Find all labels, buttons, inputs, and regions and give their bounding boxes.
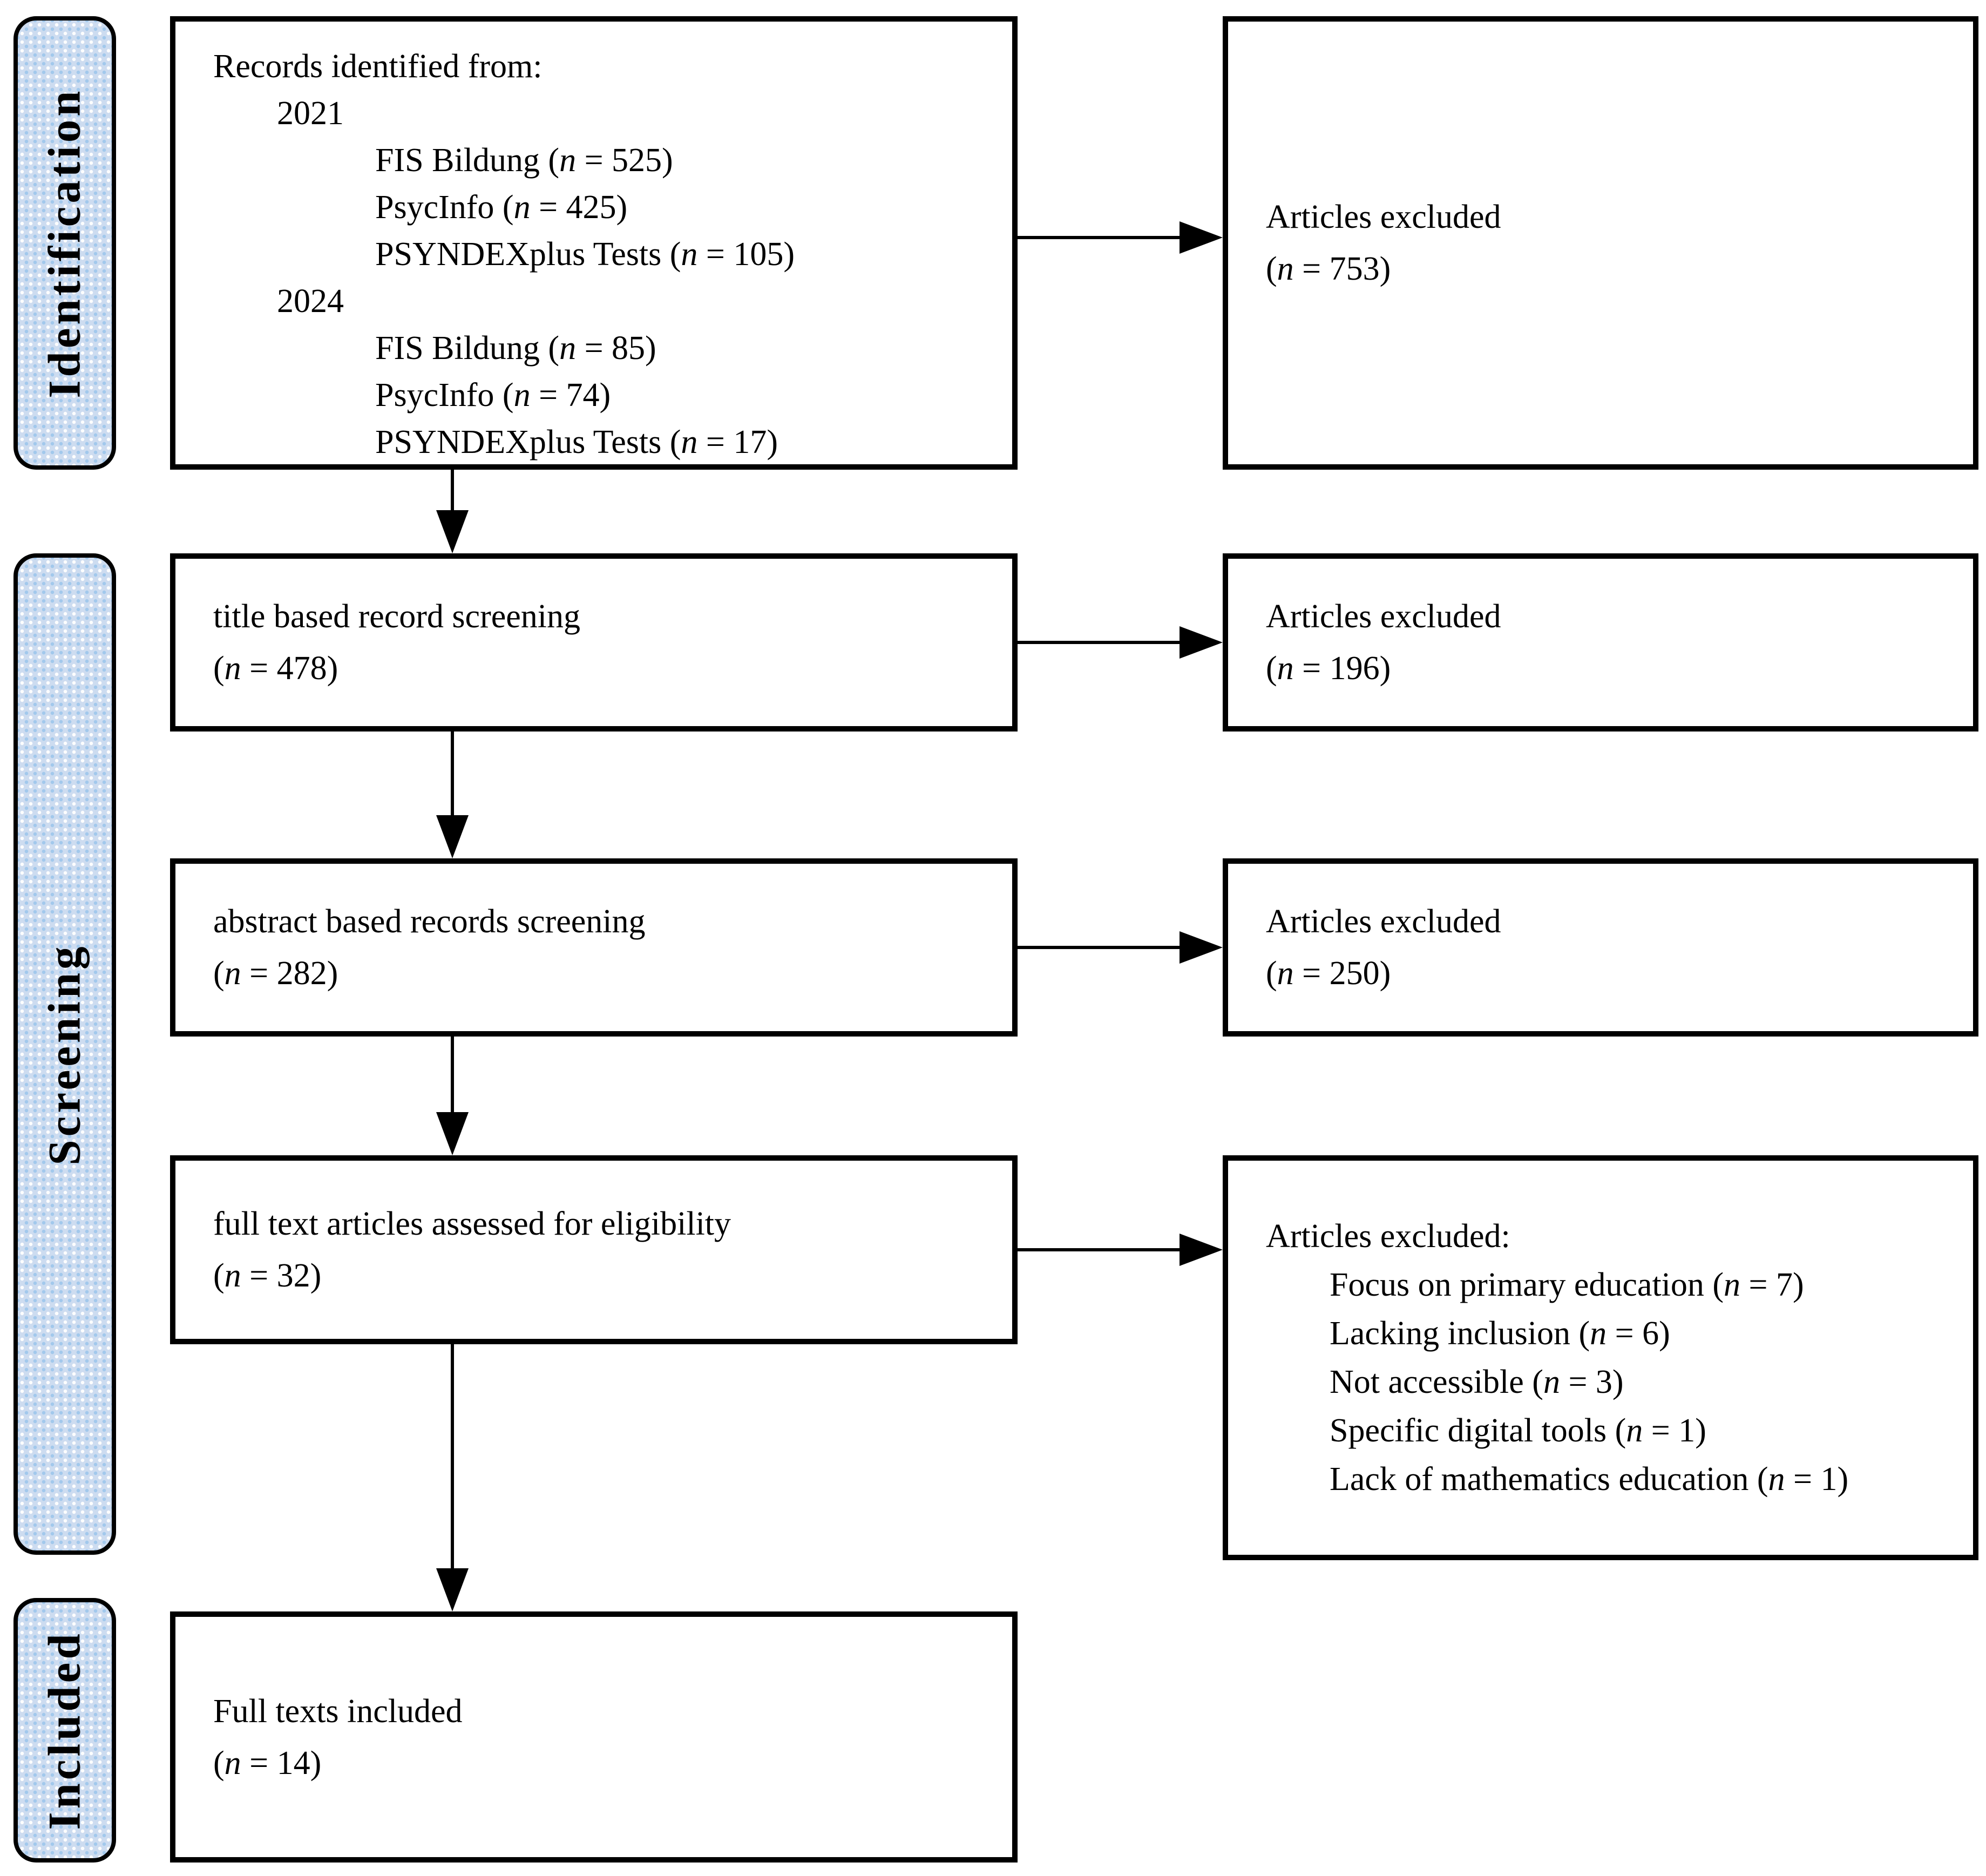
box-line: Specific digital tools (n = 1) xyxy=(1330,1412,1706,1449)
title-screening-box: title based record screening (n = 478) xyxy=(170,553,1018,732)
abstract-screening-box: abstract based records screening (n = 282… xyxy=(170,858,1018,1037)
down-arrowhead-icon xyxy=(436,510,469,553)
stage-screening: Screening xyxy=(13,553,116,1555)
box-line: Full texts included xyxy=(213,1692,463,1730)
down-arrowhead-icon xyxy=(436,1568,469,1611)
box-line: (n = 196) xyxy=(1266,650,1391,687)
arrow-stem xyxy=(451,1344,454,1568)
box-line: 2024 xyxy=(277,283,344,320)
box-line: Focus on primary education (n = 7) xyxy=(1330,1267,1804,1303)
arrow-stem xyxy=(451,732,454,815)
exclusion-arrow-title xyxy=(1018,626,1223,659)
flow-arrow-abstract-to-fulltext xyxy=(436,1037,469,1155)
down-arrowhead-icon xyxy=(436,815,469,858)
box-line: PSYNDEXplus Tests (n = 17) xyxy=(375,424,778,460)
box-line: full text articles assessed for eligibil… xyxy=(213,1205,731,1242)
fulltext-included-box: Full texts included (n = 14) xyxy=(170,1611,1018,1863)
exclusion-arrow-fulltext xyxy=(1018,1234,1223,1266)
box-line: Lacking inclusion (n = 6) xyxy=(1330,1315,1670,1352)
box-line: Articles excluded xyxy=(1266,598,1501,635)
arrow-stem xyxy=(451,470,454,510)
arrow-stem xyxy=(1018,946,1180,949)
excluded-abstract-box: Articles excluded (n = 250) xyxy=(1223,858,1978,1037)
box-line: (n = 32) xyxy=(213,1257,322,1294)
right-arrowhead-icon xyxy=(1180,221,1223,254)
box-line: (n = 478) xyxy=(213,650,338,687)
box-line: Articles excluded xyxy=(1266,903,1501,940)
box-line: FIS Bildung (n = 85) xyxy=(375,330,656,367)
flow-arrow-records-to-title xyxy=(436,470,469,553)
flow-arrow-title-to-abstract xyxy=(436,732,469,858)
stage-identification: Identification xyxy=(13,16,116,470)
excluded-identification-box: Articles excluded (n = 753) xyxy=(1223,16,1978,470)
arrow-stem xyxy=(1018,641,1180,644)
fulltext-eligibility-box: full text articles assessed for eligibil… xyxy=(170,1155,1018,1344)
box-line: Lack of mathematics education (n = 1) xyxy=(1330,1461,1849,1498)
excluded-fulltext-box: Articles excluded: Focus on primary educa… xyxy=(1223,1155,1978,1560)
flow-arrow-fulltext-to-included xyxy=(436,1344,469,1611)
stage-screening-label: Screening xyxy=(39,943,90,1166)
arrow-stem xyxy=(1018,236,1180,239)
box-line: 2021 xyxy=(277,95,344,132)
box-line: Articles excluded xyxy=(1266,199,1501,235)
stage-included: Included xyxy=(13,1598,116,1863)
exclusion-arrow-abstract xyxy=(1018,931,1223,964)
stage-identification-label: Identification xyxy=(39,87,90,398)
box-line: Not accessible (n = 3) xyxy=(1330,1364,1624,1400)
box-line: abstract based records screening xyxy=(213,903,646,940)
box-line: (n = 250) xyxy=(1266,955,1391,992)
arrow-stem xyxy=(451,1037,454,1112)
exclusion-arrow-identification xyxy=(1018,221,1223,254)
excluded-title-box: Articles excluded (n = 196) xyxy=(1223,553,1978,732)
box-line: PSYNDEXplus Tests (n = 105) xyxy=(375,236,795,273)
box-line: Records identified from: xyxy=(213,48,543,85)
box-line: title based record screening xyxy=(213,598,580,635)
arrow-stem xyxy=(1018,1248,1180,1251)
down-arrowhead-icon xyxy=(436,1112,469,1155)
right-arrowhead-icon xyxy=(1180,626,1223,659)
box-line: PsycInfo (n = 74) xyxy=(375,377,611,414)
box-line: FIS Bildung (n = 525) xyxy=(375,142,673,179)
box-line: (n = 282) xyxy=(213,955,338,992)
right-arrowhead-icon xyxy=(1180,1234,1223,1266)
box-line: (n = 14) xyxy=(213,1744,322,1782)
stage-included-label: Included xyxy=(39,1630,90,1830)
right-arrowhead-icon xyxy=(1180,931,1223,964)
box-line: Articles excluded: xyxy=(1266,1218,1510,1255)
box-line: (n = 753) xyxy=(1266,250,1391,287)
box-line: PsycInfo (n = 425) xyxy=(375,189,628,226)
